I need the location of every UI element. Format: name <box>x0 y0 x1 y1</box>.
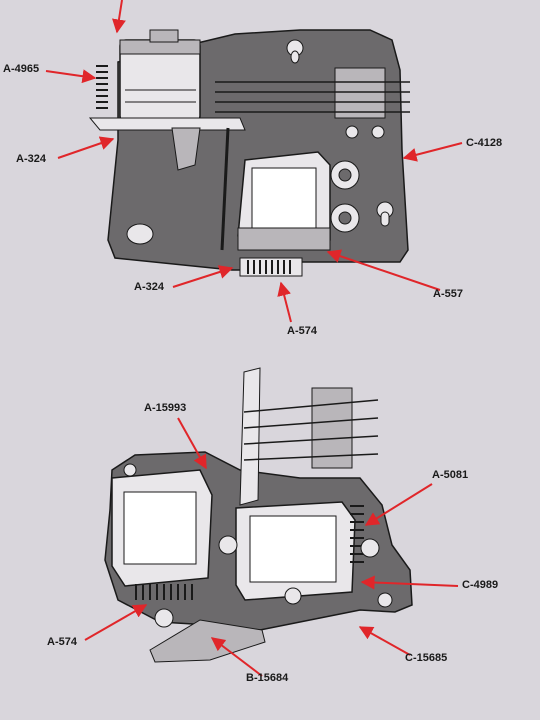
arrow-a324-bottom <box>172 265 234 288</box>
arrow-a574-bottom <box>84 604 148 641</box>
callout-c15685: C-15685 <box>405 652 448 664</box>
callout-a324-left: A-324 <box>16 153 46 165</box>
upper-contact-stack <box>215 67 410 139</box>
upper-vertical-rod <box>220 127 230 251</box>
callout-a5081: A-5081 <box>432 469 469 481</box>
lower-pulleys <box>154 535 380 628</box>
lower-right-spring <box>350 505 364 563</box>
lower-mount-hole-left <box>123 463 137 477</box>
callout-a324-bottom: A-324 <box>134 281 164 293</box>
arrow-a557 <box>326 249 441 291</box>
upper-left-spring <box>96 65 108 109</box>
arrow-b15684 <box>210 637 263 677</box>
arrow-a15993 <box>177 417 207 470</box>
upper-armature-bracket <box>88 117 246 131</box>
callout-a574-top: A-574 <box>287 325 317 337</box>
arrow-a574-top <box>277 281 292 323</box>
lower-left-coil <box>111 469 213 587</box>
upper-pulleys <box>330 160 360 233</box>
lower-bottom-bracket <box>149 619 266 663</box>
callout-b15684: B-15684 <box>246 672 289 684</box>
arrow-a4965-left <box>45 69 97 84</box>
lower-mount-hole-right <box>377 592 393 608</box>
arrow-c4989 <box>360 575 459 590</box>
lower-contact-stack <box>243 387 379 469</box>
upper-relay-assembly <box>45 0 463 323</box>
upper-bottom-spring <box>239 257 303 277</box>
callout-a4965: A-4965 <box>3 63 40 75</box>
callout-a574-bottom: A-574 <box>47 636 77 648</box>
callout-c4128: C-4128 <box>466 137 503 149</box>
arrow-a5081 <box>364 483 433 526</box>
callout-a557: A-557 <box>433 288 463 300</box>
arrow-c4128 <box>402 142 463 162</box>
lower-vertical-plate <box>239 367 261 506</box>
arrow-a324-left <box>57 136 115 159</box>
arrow-a4965-top <box>112 0 126 34</box>
arrow-c15685 <box>358 626 411 656</box>
callout-c4989: C-4989 <box>462 579 499 591</box>
upper-center-coil <box>237 151 331 251</box>
keyhole-slot-top <box>286 39 304 64</box>
callout-a15993: A-15993 <box>144 402 187 414</box>
upper-left-coil <box>119 29 201 123</box>
lower-right-coil <box>235 501 356 601</box>
lower-left-spring <box>135 584 193 600</box>
lower-relay-assembly <box>84 367 459 677</box>
keyhole-slot-right <box>376 201 394 227</box>
upper-lever-arm <box>171 127 201 171</box>
mounting-slot-left <box>126 223 154 245</box>
